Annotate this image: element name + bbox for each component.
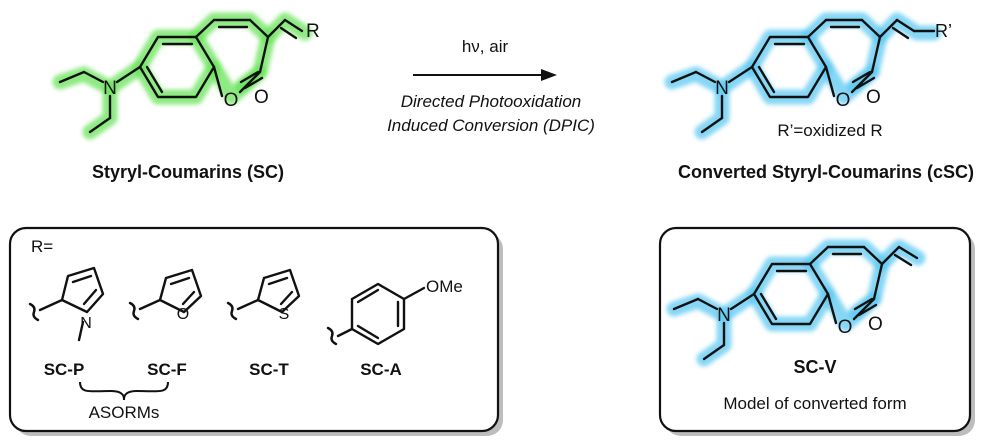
sc-v-ring-oxygen-atom: O xyxy=(838,317,853,338)
furan-oxygen-atom: O xyxy=(177,306,189,323)
model-caption: Model of converted form xyxy=(723,394,906,413)
reactant-r-group-label: R xyxy=(306,21,320,42)
product-nitrogen-atom: N xyxy=(715,78,729,99)
reactant-bonds xyxy=(58,18,304,134)
reactant-structure: N O O R xyxy=(52,12,320,140)
anisole-methoxy-label: OMe xyxy=(426,277,463,296)
sc-v-carbonyl-oxygen-atom: O xyxy=(868,314,883,335)
reaction-arrow xyxy=(413,69,557,81)
reactant-nitrogen-atom: N xyxy=(103,78,117,99)
thiophene-structure: S xyxy=(226,268,301,323)
model-box: N O O SC-V Model of converted form xyxy=(658,226,975,436)
product-r-prime-label: R’ xyxy=(935,21,952,41)
product-carbonyl-oxygen-atom: O xyxy=(866,87,881,108)
product-structure: N O O R’ xyxy=(664,12,952,140)
compound-label-sc-f: SC-F xyxy=(147,360,187,379)
compound-label-sc-a: SC-A xyxy=(360,360,402,379)
sc-v-nitrogen-atom: N xyxy=(717,305,731,326)
product-ring-oxygen-atom: O xyxy=(836,90,851,111)
anisole-structure: OMe xyxy=(326,277,463,346)
pyrrole-nitrogen-atom: N xyxy=(80,315,92,332)
furan-structure: O xyxy=(128,268,203,323)
r-groups-box-frame xyxy=(8,226,500,433)
sc-v-label: SC-V xyxy=(793,357,836,377)
r-groups-header: R= xyxy=(31,237,53,256)
sc-v-bonds xyxy=(672,245,919,361)
asorms-label: ASORMs xyxy=(89,403,160,422)
pyrrole-structure: N xyxy=(28,266,105,342)
reaction-conditions: hν, air xyxy=(462,37,509,56)
reactant-ring-oxygen-atom: O xyxy=(224,90,239,111)
reactant-label: Styryl-Coumarins (SC) xyxy=(92,162,284,182)
r-groups-box: R= N O S xyxy=(8,226,503,436)
product-substituent-note: R’=oxidized R xyxy=(777,121,882,140)
asorms-brace xyxy=(79,381,169,401)
reaction-description-line2: Induced Conversion (DPIC) xyxy=(387,116,595,135)
reaction-description-line1: Directed Photooxidation xyxy=(401,92,582,111)
compound-label-sc-p: SC-P xyxy=(44,360,85,379)
thiophene-sulfur-atom: S xyxy=(279,306,290,323)
product-bonds xyxy=(670,18,936,134)
reactant-carbonyl-oxygen-atom: O xyxy=(254,87,269,108)
sc-v-structure: N O O xyxy=(666,239,926,367)
compound-label-sc-t: SC-T xyxy=(249,360,289,379)
product-label: Converted Styryl-Coumarins (cSC) xyxy=(678,162,974,182)
